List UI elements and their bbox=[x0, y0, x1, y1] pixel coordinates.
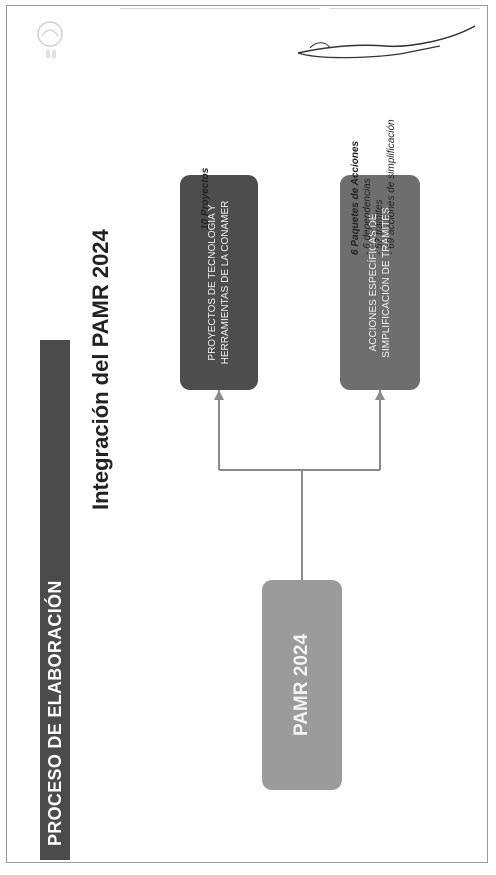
paquetes-label: 6 Paquetes de Acciones - 6 dependencias … bbox=[350, 75, 398, 255]
proyectos-box: Proyectos de tecnología y herramientas d… bbox=[180, 175, 258, 390]
page-frame bbox=[6, 5, 488, 863]
pamr-2024-box: PAMR 2024 bbox=[262, 580, 342, 790]
scan-line bbox=[330, 8, 480, 9]
paquetes-item: - 69 acciones de simplificación bbox=[386, 119, 397, 255]
paquetes-item: - 6 dependencias bbox=[362, 178, 373, 255]
paquetes-title: 6 Paquetes de Acciones bbox=[350, 140, 361, 255]
arrow-acciones bbox=[375, 390, 385, 400]
paquetes-item: - 57 trámites bbox=[374, 199, 385, 255]
rotated-slide-content: PROCESO DE ELABORACIÓN Integración del P… bbox=[40, 80, 440, 860]
government-seal-icon bbox=[37, 21, 63, 58]
scan-line bbox=[120, 8, 320, 9]
slide: PROCESO DE ELABORACIÓN Integración del P… bbox=[40, 80, 440, 860]
handwritten-signature bbox=[297, 25, 476, 59]
connector-lines bbox=[214, 390, 385, 580]
proyectos-count-label: 10 Proyectos bbox=[200, 167, 211, 230]
arrow-proyectos bbox=[214, 390, 224, 400]
